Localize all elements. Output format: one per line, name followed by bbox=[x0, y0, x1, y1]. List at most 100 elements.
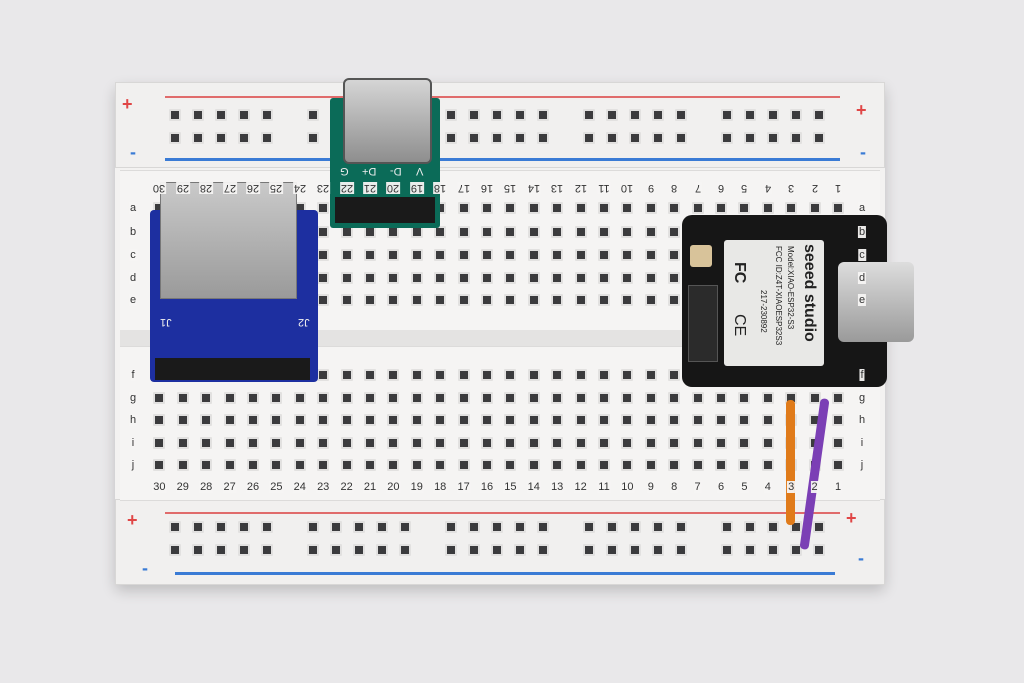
pin-label-g: G bbox=[340, 165, 349, 177]
hole bbox=[364, 459, 376, 471]
hole bbox=[340, 369, 353, 381]
hole bbox=[744, 132, 756, 144]
hole bbox=[491, 109, 503, 121]
hole bbox=[721, 521, 733, 533]
hole bbox=[238, 132, 250, 144]
brand-text: seeed studio bbox=[801, 244, 818, 342]
hole bbox=[621, 369, 634, 381]
hole bbox=[445, 132, 457, 144]
hole bbox=[504, 459, 517, 471]
hole bbox=[621, 202, 634, 214]
hole bbox=[215, 109, 227, 121]
hole bbox=[574, 459, 587, 471]
sd-label-j2: J2 bbox=[298, 316, 310, 328]
hole bbox=[317, 249, 330, 261]
hole bbox=[652, 132, 664, 144]
hole bbox=[410, 294, 423, 306]
hole bbox=[387, 249, 400, 261]
hole bbox=[457, 249, 470, 261]
hole bbox=[153, 459, 166, 471]
hole bbox=[721, 544, 733, 556]
hole bbox=[514, 132, 526, 144]
hole bbox=[176, 459, 189, 471]
hole bbox=[457, 294, 470, 306]
hole bbox=[307, 132, 319, 144]
hole bbox=[434, 226, 447, 238]
hole bbox=[715, 392, 727, 404]
hole bbox=[504, 272, 517, 284]
hole bbox=[317, 202, 330, 214]
hole bbox=[598, 202, 610, 214]
hole bbox=[721, 132, 733, 144]
hole bbox=[317, 369, 330, 381]
xiao-usbc-port bbox=[838, 262, 914, 342]
plus-sign: + bbox=[846, 508, 857, 528]
hole bbox=[457, 414, 470, 426]
hole bbox=[481, 294, 493, 306]
hole bbox=[813, 132, 825, 144]
hole bbox=[153, 437, 166, 449]
hole bbox=[238, 521, 250, 533]
sd-label-j1: J1 bbox=[160, 316, 172, 328]
hole bbox=[434, 294, 447, 306]
hole bbox=[537, 109, 549, 121]
hole bbox=[574, 369, 587, 381]
hole bbox=[434, 272, 447, 284]
hole bbox=[215, 521, 227, 533]
hole bbox=[527, 459, 540, 471]
hole bbox=[514, 521, 526, 533]
hole bbox=[574, 226, 587, 238]
hole bbox=[551, 202, 564, 214]
b2b-connector bbox=[688, 285, 718, 362]
hole bbox=[457, 272, 470, 284]
top-negative-line bbox=[165, 158, 840, 161]
minus-sign: - bbox=[860, 142, 866, 162]
hole bbox=[504, 226, 517, 238]
hole bbox=[317, 392, 330, 404]
hole bbox=[629, 132, 641, 144]
hole bbox=[387, 272, 400, 284]
pin-label-v: V bbox=[416, 165, 424, 177]
hole bbox=[481, 392, 493, 404]
antenna-connector bbox=[690, 245, 712, 267]
hole bbox=[410, 414, 423, 426]
hole bbox=[200, 392, 213, 404]
hole bbox=[527, 202, 540, 214]
hole bbox=[598, 437, 610, 449]
bottom-negative-line bbox=[175, 572, 835, 575]
hole bbox=[317, 272, 330, 284]
hole bbox=[668, 437, 681, 449]
hole bbox=[410, 392, 423, 404]
hole bbox=[261, 109, 273, 121]
hole bbox=[504, 392, 517, 404]
hole bbox=[808, 202, 821, 214]
hole bbox=[537, 521, 549, 533]
hole bbox=[223, 414, 236, 426]
hole bbox=[668, 272, 681, 284]
hole bbox=[247, 414, 259, 426]
hole bbox=[176, 437, 189, 449]
hole bbox=[247, 392, 259, 404]
hole bbox=[192, 521, 204, 533]
cert-text: 217-230892 bbox=[759, 290, 768, 333]
hole bbox=[387, 459, 400, 471]
hole bbox=[330, 521, 342, 533]
hole bbox=[652, 544, 664, 556]
hole bbox=[238, 109, 250, 121]
hole bbox=[434, 369, 447, 381]
hole bbox=[200, 459, 213, 471]
hole bbox=[364, 369, 376, 381]
hole bbox=[598, 369, 610, 381]
fc-mark: FC bbox=[731, 262, 748, 284]
hole bbox=[744, 544, 756, 556]
hole bbox=[537, 544, 549, 556]
hole bbox=[598, 272, 610, 284]
hole bbox=[583, 109, 595, 121]
hole bbox=[668, 202, 681, 214]
hole bbox=[200, 437, 213, 449]
hole bbox=[434, 414, 447, 426]
hole bbox=[192, 544, 204, 556]
hole bbox=[468, 132, 480, 144]
hole bbox=[169, 544, 181, 556]
sd-pin-header bbox=[155, 358, 310, 380]
